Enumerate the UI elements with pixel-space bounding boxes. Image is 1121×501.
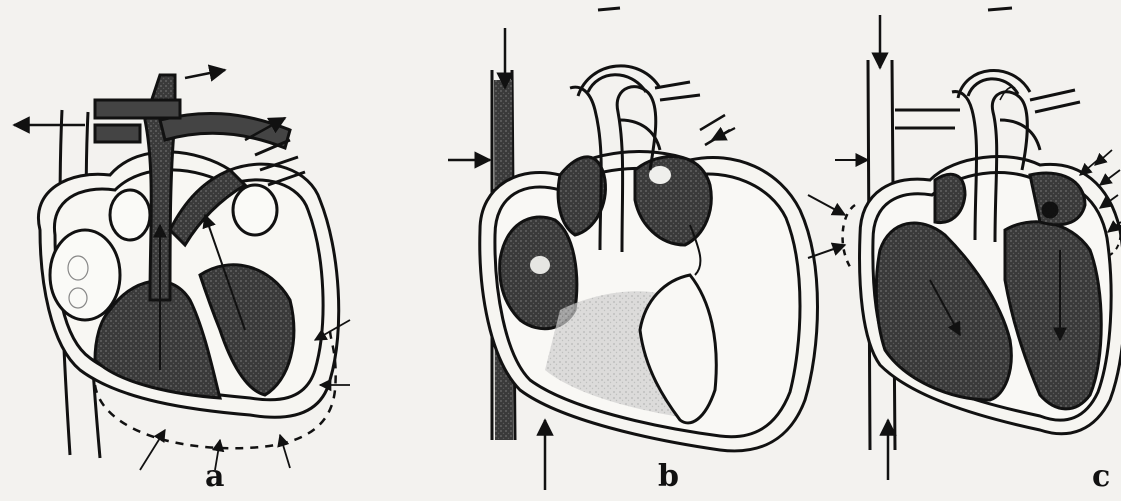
heart-diagram-c [808,8,1121,480]
panel-label-c: c [1092,462,1110,492]
heart-diagram-a [14,70,350,470]
heart-diagram-b [448,8,818,490]
panel-label-b: b [658,462,679,492]
panel-label-a: a [205,462,224,492]
